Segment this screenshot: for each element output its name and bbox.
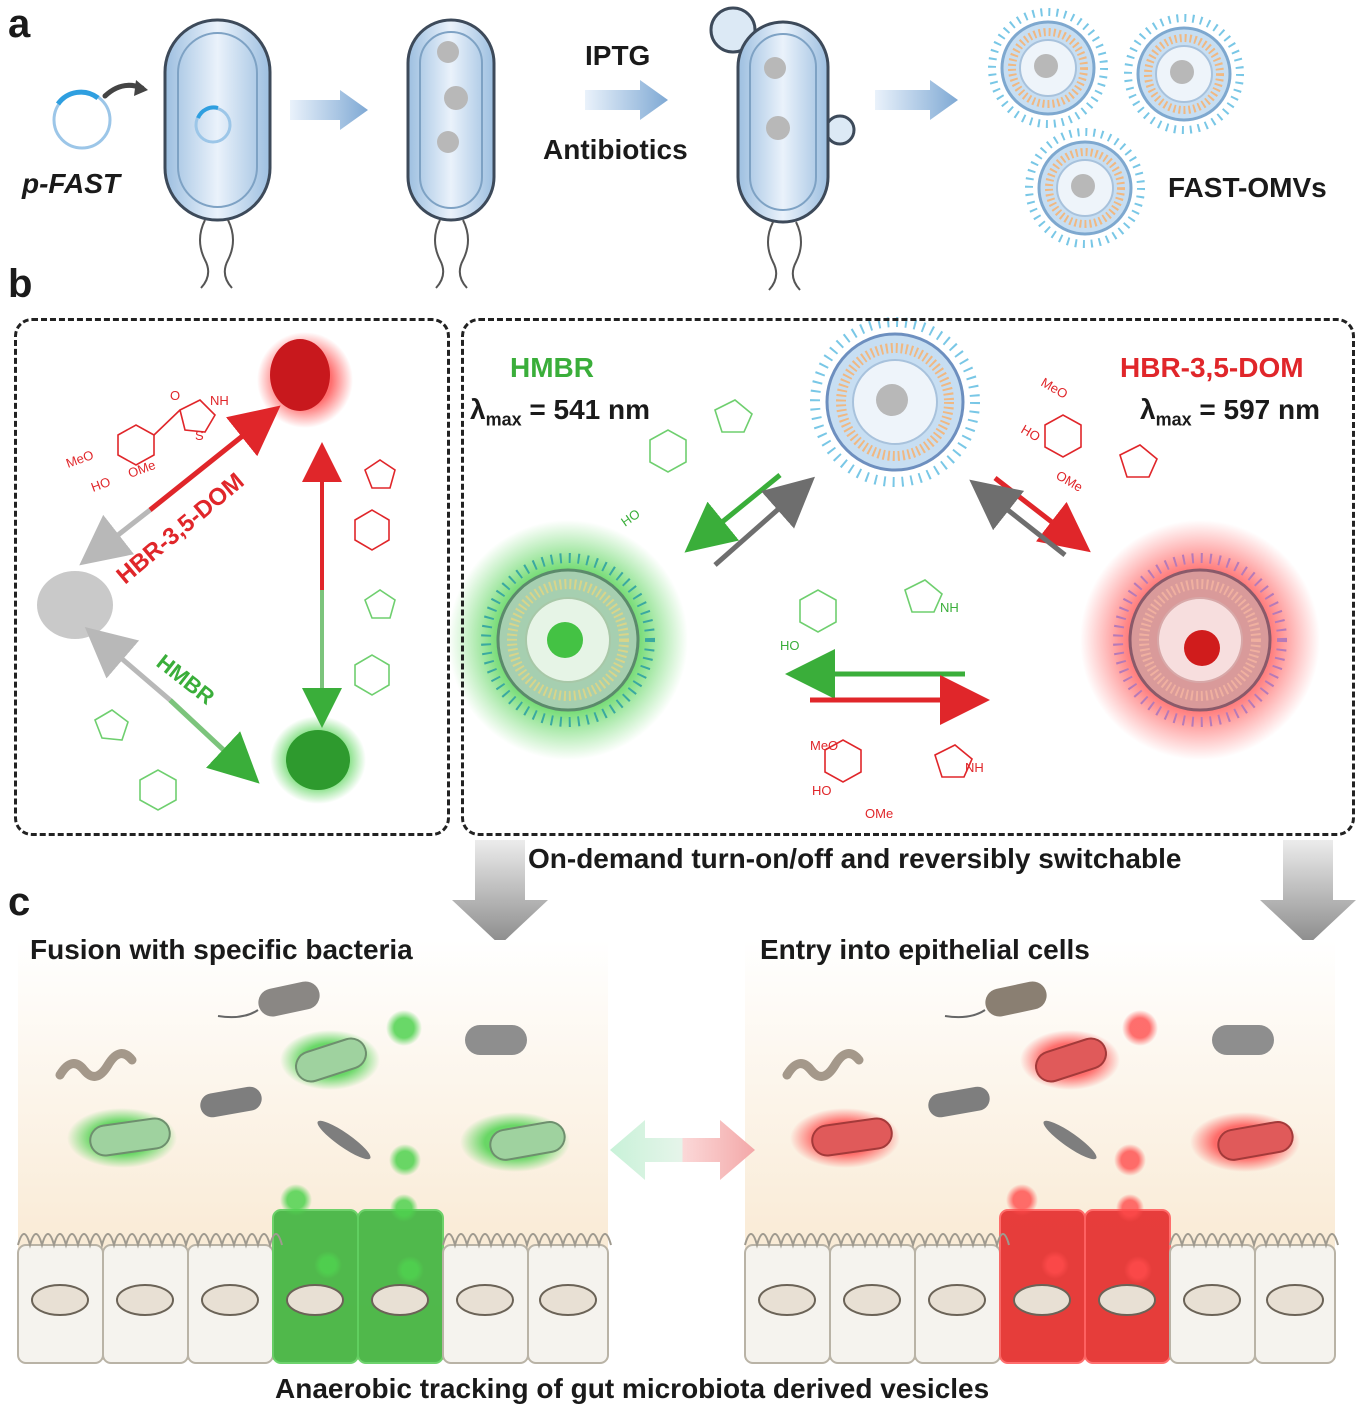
chem-ho-red-label: HO	[812, 783, 832, 798]
chem-labels-right: HO HO NH MeO HO OMe NH MeO HO OMe	[618, 375, 1085, 821]
grey-protein-icon	[37, 571, 113, 639]
chem-ome-red-label: OMe	[865, 806, 893, 821]
hbr-title: HBR-3,5-DOM	[1120, 352, 1304, 383]
chem-nh-red-label: NH	[965, 760, 984, 775]
bacterium-3-budding-icon	[709, 6, 856, 291]
omv-red-icon	[1080, 520, 1320, 760]
double-arrow-icon	[610, 1120, 755, 1180]
panel-c-graphics	[17, 940, 1339, 1364]
panel-a-graphics	[52, 6, 1244, 291]
chem-s-label: S	[195, 428, 204, 443]
down-arrow-left-icon	[452, 840, 548, 945]
lambda-sub-green: max	[485, 409, 522, 430]
chem-o-label: O	[170, 388, 180, 403]
hmbr-lambda-value: = 541 nm	[529, 394, 651, 425]
footer-caption: Anaerobic tracking of gut microbiota der…	[275, 1373, 990, 1404]
chem-nh-green-label: NH	[940, 600, 959, 615]
bacterium-2-icon	[406, 18, 496, 289]
omv-3-icon	[1025, 128, 1145, 248]
iptg-label: IPTG	[585, 40, 651, 71]
bacteria-right	[782, 981, 1300, 1172]
red-protein-icon	[270, 339, 330, 411]
down-arrow-right-icon	[1260, 840, 1356, 945]
fusion-title: Fusion with specific bacteria	[30, 934, 413, 965]
lambda-symbol-green: λ	[470, 394, 486, 425]
arrow-a1-icon	[290, 90, 368, 130]
omv-2-icon	[1124, 14, 1244, 134]
epithelium-left	[17, 1144, 612, 1364]
omv-top-icon	[810, 317, 980, 487]
switchable-caption: On-demand turn-on/off and reversibly swi…	[528, 843, 1182, 874]
epithelium-right	[744, 1144, 1339, 1364]
panel-b-right-box	[461, 318, 1355, 836]
bacterium-1-icon	[163, 18, 272, 289]
hmbr-lambda: λmax = 541 nm	[470, 394, 650, 431]
panel-a-letter: a	[8, 2, 31, 46]
panel-b-left-box	[14, 318, 450, 836]
plasmid-label: p-FAST	[22, 168, 120, 199]
chem-ho-label: HO	[89, 474, 112, 495]
panel-c-letter: c	[8, 880, 31, 924]
arrow-a3-icon	[875, 80, 958, 120]
chem-nh-label: NH	[210, 393, 229, 408]
omv-1-icon	[988, 8, 1108, 128]
chem-meo-red-label: MeO	[810, 738, 838, 753]
hbr-lambda: λmax = 597 nm	[1140, 394, 1320, 431]
entry-title: Entry into epithelial cells	[760, 934, 1090, 965]
green-protein-icon	[286, 730, 350, 790]
bacteria-left	[55, 981, 570, 1172]
panel-b-left-graphics	[37, 332, 396, 811]
chem-ho-green2-label: HO	[780, 638, 800, 653]
antibiotics-label: Antibiotics	[543, 134, 688, 165]
hbr-lambda-value: = 597 nm	[1199, 394, 1321, 425]
arrow-a2-icon	[585, 80, 668, 120]
panel-b-letter: b	[8, 262, 33, 306]
panel-b-right-graphics	[448, 317, 1320, 783]
hmbr-title: HMBR	[510, 352, 594, 383]
omv-green-icon	[448, 520, 688, 760]
fast-omvs-label: FAST-OMVs	[1168, 172, 1327, 203]
lambda-symbol-red: λ	[1140, 394, 1156, 425]
lambda-sub-red: max	[1155, 409, 1192, 430]
